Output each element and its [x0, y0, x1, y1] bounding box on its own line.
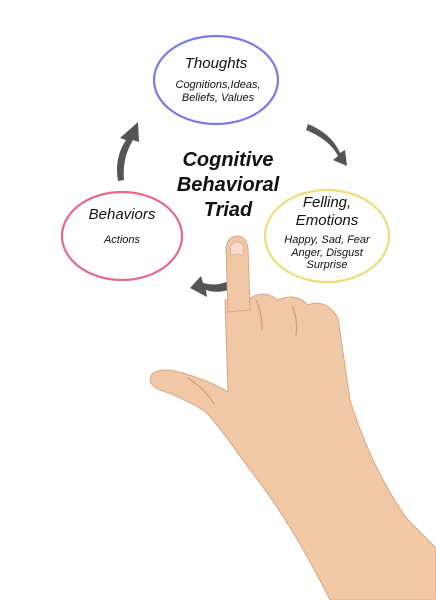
curved-arrow-thoughts-to-feelings	[306, 124, 347, 166]
feelings-ellipse	[263, 188, 391, 284]
behaviors-body-line-1: Actions	[103, 234, 141, 246]
behaviors-ellipse	[60, 190, 184, 282]
hand-knuckle-fold-2	[291, 305, 298, 337]
hand-palm	[149, 293, 436, 600]
thoughts-node: Thoughts Cognitions,Ideas, Beliefs, Valu…	[152, 34, 280, 126]
thoughts-body-line-1: Cognitions,Ideas,	[176, 79, 261, 91]
feelings-body-line-2: Anger, Disgust	[290, 247, 363, 259]
center-title-line-3: Triad	[204, 199, 253, 221]
feelings-body-line-1: Happy, Sad, Fear	[284, 234, 371, 246]
pointing-hand	[149, 235, 436, 600]
feelings-title-line-1: Felling,	[303, 194, 351, 211]
feelings-title-line-2: Emotions	[296, 212, 359, 229]
curved-arrow-behaviors-to-thoughts	[117, 122, 139, 181]
feelings-body-line-3: Surprise	[307, 259, 348, 271]
hand-thumb-crease	[187, 377, 215, 405]
thoughts-body-line-2: Beliefs, Values	[182, 92, 255, 104]
center-title-line-1: Cognitive	[182, 149, 273, 171]
feelings-node: Felling, Emotions Happy, Sad, Fear Anger…	[263, 188, 391, 284]
thoughts-title: Thoughts	[185, 55, 248, 72]
center-title: Cognitive Behavioral Triad	[177, 149, 280, 221]
hand-knuckle-fold-1	[255, 299, 263, 331]
center-title-line-2: Behavioral	[177, 174, 280, 196]
hand-fingernail	[229, 241, 245, 257]
behaviors-node: Behaviors Actions	[60, 190, 184, 282]
behaviors-title: Behaviors	[89, 206, 156, 223]
thoughts-ellipse	[152, 34, 280, 126]
